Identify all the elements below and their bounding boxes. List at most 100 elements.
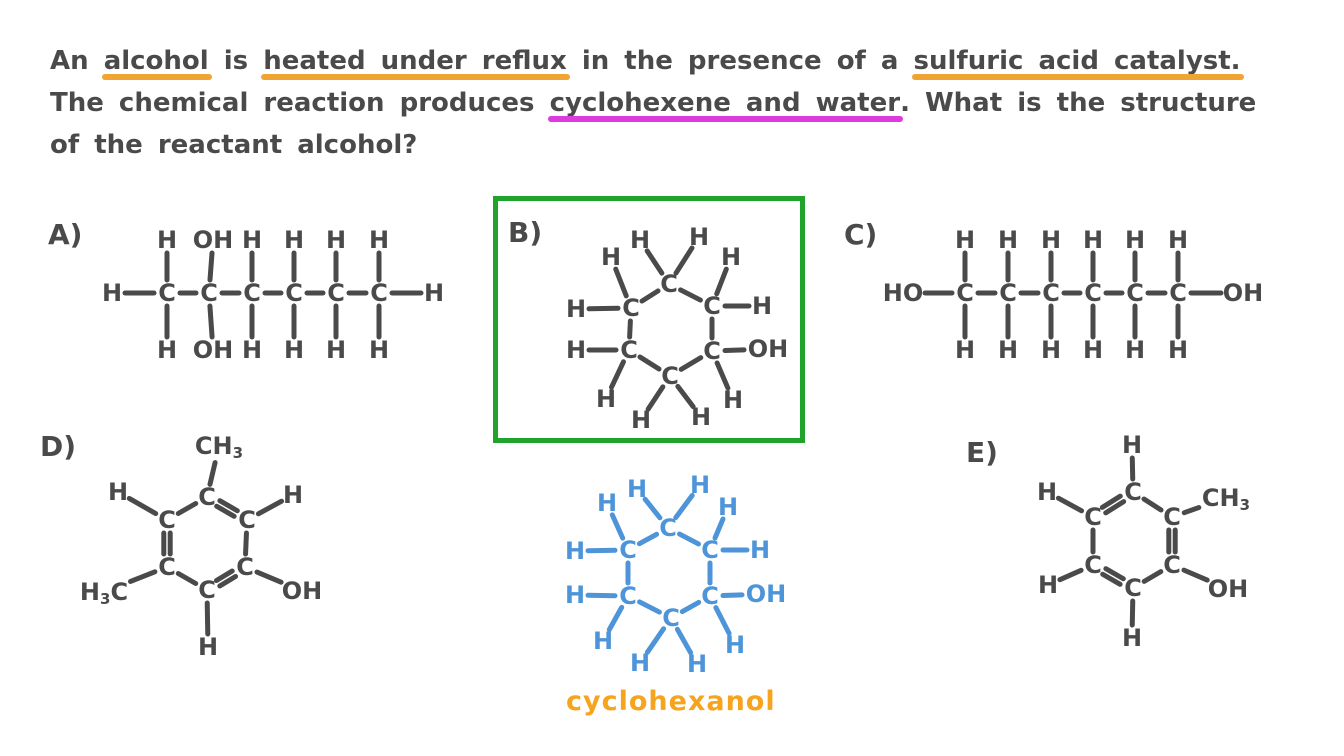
- atom-label-h: H: [369, 336, 389, 364]
- bond: [675, 383, 696, 410]
- atom-label-h: H: [630, 226, 650, 254]
- double-bond: [1100, 571, 1123, 587]
- atom-label-h: H: [687, 650, 707, 678]
- text-segment: . What is the structure: [900, 88, 1257, 118]
- option-label-d[interactable]: D): [40, 430, 77, 463]
- bond: [207, 250, 215, 283]
- atom-label-h: H: [601, 243, 621, 271]
- atom-label-h: H: [566, 295, 586, 323]
- atom-label-c: C: [238, 506, 256, 534]
- atom-label-c: C: [370, 279, 388, 307]
- bond: [609, 359, 626, 390]
- bond: [243, 530, 249, 557]
- atom-label-c: C: [956, 279, 974, 307]
- text-segment: is: [208, 46, 264, 76]
- double-bond: [217, 573, 239, 589]
- atom-label-h: H: [723, 386, 743, 414]
- atom-label-h: H: [102, 279, 122, 307]
- atom-label-c: C: [236, 553, 254, 581]
- atom-label-c: C: [158, 506, 176, 534]
- atom-label-h: H: [108, 478, 128, 506]
- atom-label-h: H: [690, 471, 710, 499]
- bond: [714, 360, 731, 391]
- atom-label-h: H: [1122, 431, 1142, 459]
- double-bond: [214, 503, 237, 519]
- atom-label-oh: OH: [748, 335, 789, 363]
- atom-label-h: H: [1041, 336, 1061, 364]
- double-bond: [213, 568, 235, 584]
- atom-label-c: C: [619, 536, 637, 564]
- atom-label-c: C: [200, 279, 218, 307]
- atom-label-c: C: [703, 292, 721, 320]
- bond: [644, 626, 667, 655]
- option-label-c[interactable]: C): [844, 218, 878, 251]
- atom-label-oh: OH: [1223, 279, 1264, 307]
- atom-label-ho: HO: [883, 279, 924, 307]
- bond: [674, 626, 694, 656]
- atom-label-c: C: [158, 279, 176, 307]
- bond: [586, 305, 621, 312]
- option-label-a[interactable]: A): [48, 218, 83, 251]
- underlined-phrase: cyclohexene and water: [549, 88, 901, 118]
- atom-label-h: H: [1122, 624, 1142, 652]
- option-label-e[interactable]: E): [966, 436, 998, 469]
- atom-label-c: C: [1163, 551, 1181, 579]
- atom-label-c: C: [662, 604, 680, 632]
- atom-label-h: H: [1168, 226, 1188, 254]
- atom-label-c: C: [1163, 503, 1181, 531]
- atom-label-ch3: CH3: [195, 432, 243, 462]
- bond: [627, 318, 633, 340]
- atom-label-h: H: [283, 481, 303, 509]
- atom-label-c: C: [158, 553, 176, 581]
- atom-label-c: C: [1169, 279, 1187, 307]
- option-label-b[interactable]: B): [508, 216, 543, 249]
- underlined-phrase: heated under reflux: [263, 46, 567, 76]
- atom-label-c: C: [285, 279, 303, 307]
- atom-label-ch3: CH3: [1202, 484, 1250, 514]
- atom-label-h: H: [1125, 226, 1145, 254]
- atom-label-h: H: [998, 336, 1018, 364]
- atom-label-c: C: [198, 483, 216, 511]
- bond: [1141, 569, 1164, 584]
- question-line: An alcohol is heated under reflux in the…: [50, 46, 1340, 88]
- atom-label-h: H: [752, 292, 772, 320]
- bond: [126, 495, 159, 517]
- atom-label-c: C: [661, 362, 679, 390]
- bond: [714, 266, 729, 297]
- atom-label-c: C: [701, 536, 719, 564]
- atom-label-h: H: [593, 627, 613, 655]
- atom-label-h: H: [369, 226, 389, 254]
- underlined-phrase: alcohol: [103, 46, 209, 76]
- atom-label-oh: OH: [193, 226, 234, 254]
- bond: [606, 604, 625, 633]
- atom-label-oh: OH: [746, 580, 787, 608]
- text-segment: in the presence of a: [566, 46, 914, 76]
- question-text: An alcohol is heated under reflux in the…: [50, 46, 1340, 172]
- atom-label-h: H: [631, 406, 651, 434]
- bond: [637, 599, 662, 615]
- question-line: of the reactant alcohol?: [50, 130, 1340, 172]
- bond: [207, 303, 215, 340]
- text-segment: The chemical reaction produces: [50, 88, 550, 118]
- atom-label-c: C: [1126, 279, 1144, 307]
- bond: [642, 496, 663, 521]
- atom-label-h: H: [1037, 478, 1057, 506]
- bond: [613, 266, 629, 299]
- atom-label-h: H: [597, 489, 617, 517]
- atom-label-h: H: [284, 336, 304, 364]
- atom-label-h: H: [1168, 336, 1188, 364]
- atom-label-h: H: [565, 537, 585, 565]
- atom-label-h: H: [998, 226, 1018, 254]
- bond: [585, 547, 618, 554]
- bond: [673, 492, 695, 521]
- bond: [639, 288, 661, 304]
- bond: [175, 570, 199, 587]
- atom-label-c: C: [1124, 478, 1142, 506]
- text-segment: of the reactant alcohol?: [50, 130, 418, 160]
